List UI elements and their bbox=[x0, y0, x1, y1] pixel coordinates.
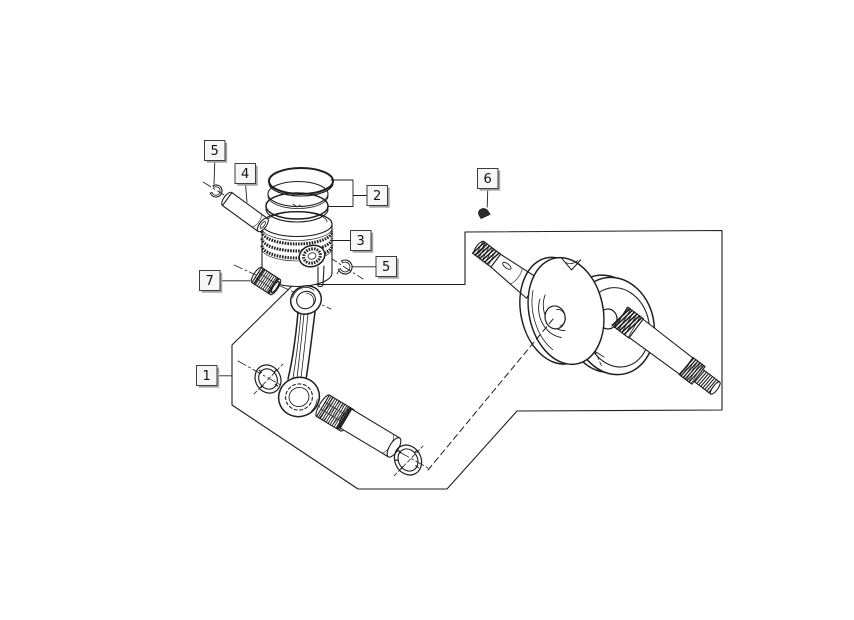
crankshaft-left-web bbox=[519, 256, 605, 366]
callout-6-label: 6 bbox=[484, 172, 492, 187]
leader-5-top bbox=[213, 160, 216, 185]
connecting-rod bbox=[277, 285, 323, 418]
piston-ring bbox=[268, 167, 334, 197]
callout-1-label: 1 bbox=[203, 369, 211, 384]
callout-5-top[interactable]: 5 bbox=[204, 140, 228, 163]
callout-5-right[interactable]: 5 bbox=[375, 256, 399, 279]
assembly-dashed-line bbox=[427, 317, 555, 471]
callout-5-top-label: 5 bbox=[211, 144, 219, 159]
circlip bbox=[209, 184, 223, 198]
piston-ring bbox=[265, 192, 329, 223]
piston-pin bbox=[221, 191, 269, 233]
callout-2-label: 2 bbox=[373, 189, 381, 204]
thrust-washer bbox=[254, 364, 282, 394]
piston bbox=[260, 210, 334, 288]
callout-7-label: 7 bbox=[206, 274, 214, 289]
callout-3[interactable]: 3 bbox=[350, 230, 374, 253]
piston-pin-boss bbox=[298, 244, 326, 268]
callout-3-label: 3 bbox=[357, 234, 365, 249]
piston-ring bbox=[267, 180, 329, 209]
woodruff-key bbox=[478, 208, 491, 220]
callout-1[interactable]: 1 bbox=[196, 365, 220, 388]
crankshaft-left-shaft bbox=[471, 240, 541, 299]
leader-lines bbox=[213, 160, 489, 377]
thrust-washer bbox=[393, 444, 423, 476]
crankshaft bbox=[471, 240, 721, 395]
crank-pin bbox=[338, 408, 402, 458]
piston-rings bbox=[265, 167, 334, 223]
callout-4[interactable]: 4 bbox=[234, 163, 258, 186]
callout-5-right-label: 5 bbox=[382, 260, 390, 275]
group-1-boundary bbox=[231, 229, 723, 490]
leader-2-bracket bbox=[327, 179, 368, 207]
circlip bbox=[336, 259, 353, 275]
leader-4 bbox=[245, 183, 248, 203]
leader-6 bbox=[486, 188, 489, 208]
small-end-bearing bbox=[250, 266, 282, 296]
callout-7[interactable]: 7 bbox=[199, 270, 223, 293]
crankshaft-right-shaft bbox=[611, 306, 721, 395]
callout-4-label: 4 bbox=[241, 167, 249, 182]
callout-6[interactable]: 6 bbox=[477, 168, 501, 191]
callout-2[interactable]: 2 bbox=[366, 185, 390, 208]
